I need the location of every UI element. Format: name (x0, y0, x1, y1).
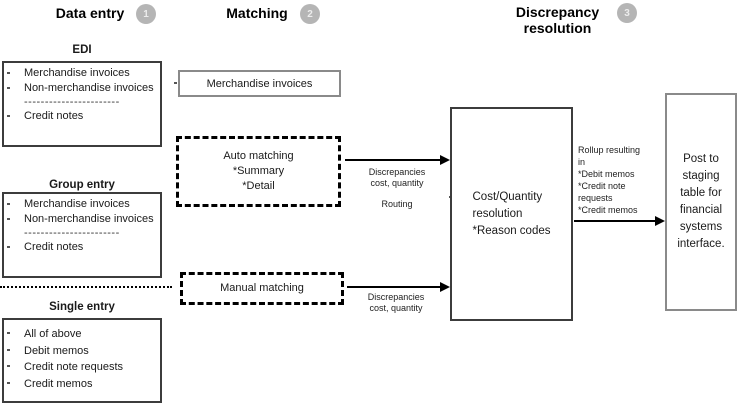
phase-title-discrepancy-resolution: Discrepancy resolution (515, 4, 600, 36)
step-badge-1: 1 (136, 4, 156, 24)
dotted-separator (0, 286, 172, 288)
list-item: Credit notes (7, 240, 158, 255)
edge-bullet (174, 82, 177, 84)
merchandise-invoices-box: Merchandise invoices (178, 70, 341, 97)
step-badge-3: 3 (617, 3, 637, 23)
arrow-head (440, 282, 450, 292)
phase-title-data-entry: Data entry (55, 5, 125, 21)
cost-quantity-resolution-text: Cost/Quantity resolution *Reason codes (472, 190, 551, 237)
single-entry-title: Single entry (49, 301, 115, 313)
arrow-line (574, 220, 657, 222)
list-item: Credit memos (7, 376, 158, 393)
list-item: Credit notes (7, 109, 158, 124)
routing-label: Routing (381, 199, 413, 209)
divider-dashes: ----------------------- (24, 96, 120, 108)
edi-box: Merchandise invoices Non-merchandise inv… (2, 61, 162, 147)
post-to-staging-box: Post to staging table for financial syst… (665, 93, 737, 311)
auto-arrow-label: Discrepancies cost, quantity (368, 167, 426, 188)
list-item: Credit note requests (7, 359, 158, 376)
list-item: Merchandise invoices (7, 66, 158, 81)
list-item: Non-merchandise invoices (7, 212, 158, 227)
cost-quantity-resolution-box: Cost/Quantity resolution *Reason codes (450, 107, 573, 321)
list-item: Non-merchandise invoices (7, 81, 158, 96)
step-badge-2: 2 (300, 4, 320, 24)
group-entry-title: Group entry (49, 179, 115, 191)
list-item: All of above (7, 326, 158, 343)
rollup-label: Rollup resulting in *Debit memos *Credit… (578, 145, 641, 215)
arrow-line (347, 286, 442, 288)
list-item: Merchandise invoices (7, 197, 158, 212)
edi-title: EDI (72, 44, 92, 56)
group-entry-box: Merchandise invoices Non-merchandise inv… (2, 192, 162, 278)
manual-arrow-label: Discrepancies cost, quantity (367, 292, 425, 313)
manual-matching-box: Manual matching (180, 272, 344, 305)
auto-matching-box: Auto matching *Summary *Detail (176, 136, 341, 207)
single-entry-box: All of above Debit memos Credit note req… (2, 318, 162, 403)
list-item: Debit memos (7, 343, 158, 360)
arrow-head (440, 155, 450, 165)
divider-dashes: ----------------------- (24, 227, 120, 239)
arrow-line (345, 159, 442, 161)
arrow-head (655, 216, 665, 226)
phase-title-matching: Matching (226, 5, 288, 21)
